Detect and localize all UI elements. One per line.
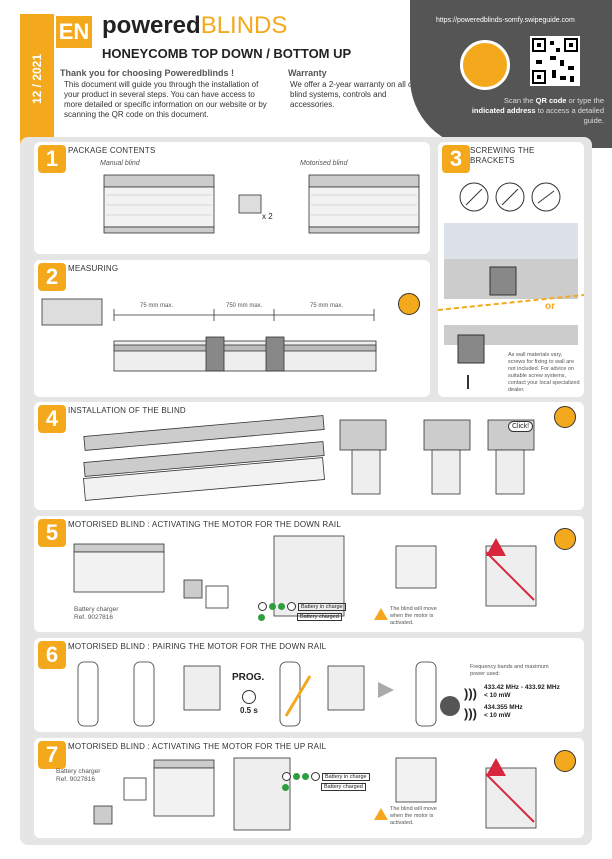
step-title-5: MOTORISED BLIND : ACTIVATING THE MOTOR F… <box>68 520 342 529</box>
package-illustration <box>103 174 420 234</box>
thanks-text: This document will guide you through the… <box>64 80 267 119</box>
info-icon[interactable] <box>398 293 420 315</box>
step-number-2: 2 <box>38 263 66 291</box>
or-label: or <box>545 301 555 312</box>
dimension-3: 75 mm max. <box>310 303 344 309</box>
logo-part-a: powered <box>102 12 201 39</box>
info-icon[interactable] <box>554 406 576 428</box>
step-title-6: MOTORISED BLIND : PAIRING THE MOTOR FOR … <box>68 642 327 651</box>
warning-icon <box>374 808 388 820</box>
battery-charged-label: Battery charged <box>297 613 342 621</box>
step-title-7: MOTORISED BLIND : ACTIVATING THE MOTOR F… <box>68 742 327 751</box>
battery-in-charge-label: Battery in charge <box>322 772 370 781</box>
warranty-title: Warranty <box>288 68 327 78</box>
battery-status-legend: Battery in charge Battery charged <box>258 602 346 621</box>
step-title-1: PACKAGE CONTENTS <box>68 146 156 155</box>
activate-down-illustration <box>73 535 537 617</box>
frequency-note: Frequency bands and maximum power used: <box>470 664 549 677</box>
signal-icon: ))) <box>464 706 477 721</box>
logo-part-b: BLINDS <box>200 12 288 39</box>
thanks-title: Thank you for choosing Poweredblinds ! <box>60 68 235 78</box>
measuring-illustration <box>41 298 377 372</box>
guide-url[interactable]: https://poweredblinds-somfy.swipeguide.c… <box>436 17 575 24</box>
manual-blind-label: Manual blind <box>100 160 140 167</box>
section-pairing <box>34 638 584 732</box>
step-title-4: INSTALLATION OF THE BLIND <box>68 406 186 415</box>
motor-move-note: The blind will move when the motor is ac… <box>390 806 437 826</box>
step-number-1: 1 <box>38 145 66 173</box>
screws-note: As wall materials vary, screws for fixin… <box>508 352 580 393</box>
step-title-3: SCREWING THE BRACKETS <box>470 146 535 165</box>
info-icon[interactable] <box>554 750 576 772</box>
battery-charged-label: Battery charged <box>321 783 366 791</box>
warning-icon <box>374 608 388 620</box>
date-strip: 12 / 2021 <box>20 14 54 144</box>
pairing-illustration <box>77 661 460 727</box>
step-number-5: 5 <box>38 519 66 547</box>
step-title-2: MEASURING <box>68 264 119 273</box>
qr-instructions: Scan the QR code or type the indicated a… <box>471 96 604 125</box>
language-badge: EN <box>56 16 92 48</box>
dimension-1: 75 mm max. <box>140 303 174 309</box>
prog-label: PROG. <box>232 672 265 683</box>
frequency-band-1: 433.42 MHz - 433.92 MHz< 10 mW <box>484 684 560 699</box>
motorised-blind-label: Motorised blind <box>300 160 348 167</box>
battery-status-legend: Battery in charge Battery charged <box>282 772 370 791</box>
warranty-text: We offer a 2-year warranty on all our bl… <box>290 80 420 109</box>
screwing-illustration <box>437 182 585 389</box>
info-phone-icon <box>460 40 510 90</box>
qr-code-icon[interactable] <box>530 36 580 86</box>
battery-in-charge-label: Battery in charge <box>298 602 346 611</box>
date-label: 12 / 2021 <box>30 53 44 105</box>
timer-icon <box>242 690 256 704</box>
prog-duration: 0.5 s <box>240 706 258 715</box>
section-measuring <box>34 260 430 397</box>
brand-logo: poweredBLINDS <box>102 12 287 40</box>
brackets-count: x 2 <box>262 212 273 221</box>
frequency-band-2: 434.355 MHz< 10 mW <box>484 704 523 719</box>
info-icon[interactable] <box>554 528 576 550</box>
step-number-6: 6 <box>38 641 66 669</box>
document-title: HONEYCOMB TOP DOWN / BOTTOM UP <box>102 46 352 61</box>
click-callout: Click! <box>508 421 534 432</box>
step-number-4: 4 <box>38 405 66 433</box>
installation-illustration <box>83 415 535 501</box>
motor-move-note: The blind will move when the motor is ac… <box>390 606 437 626</box>
step-number-3: 3 <box>442 145 470 173</box>
step-number-7: 7 <box>38 741 66 769</box>
activate-up-illustration <box>93 757 537 831</box>
dimension-2: 750 mm max. <box>226 303 263 309</box>
signal-icon: ))) <box>464 686 477 701</box>
